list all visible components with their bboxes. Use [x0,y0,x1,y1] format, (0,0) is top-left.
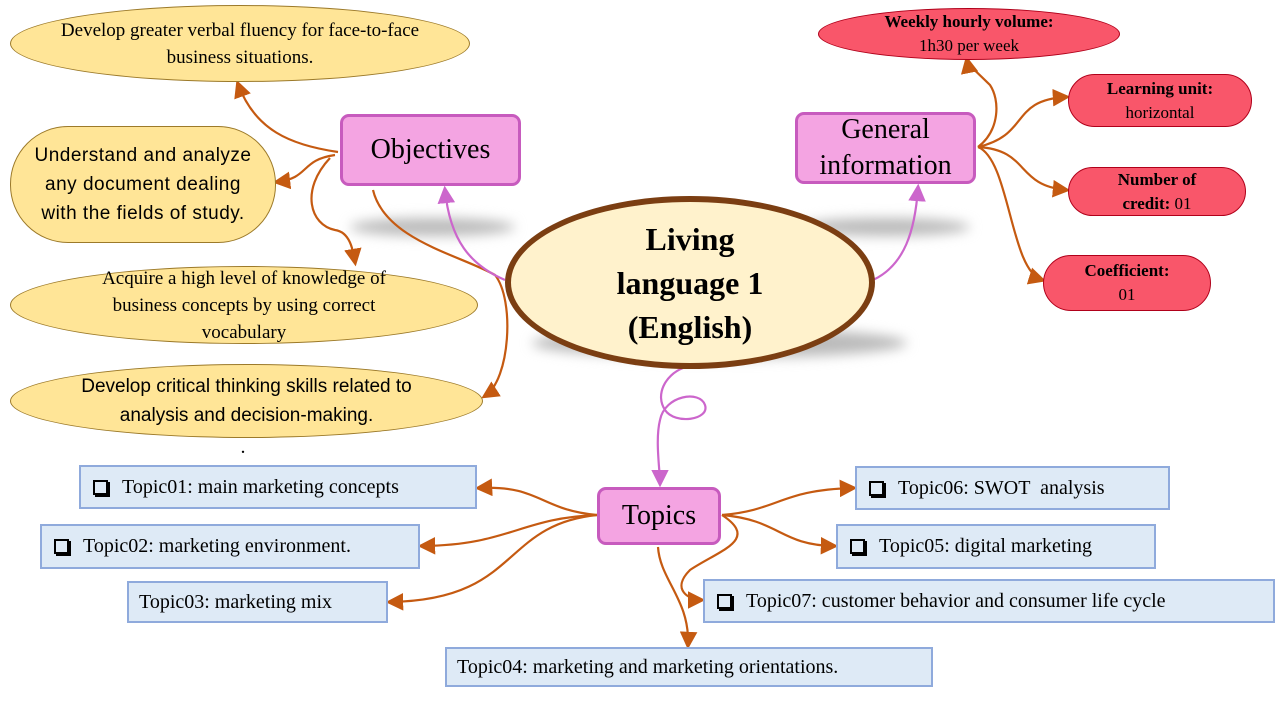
connector [310,157,362,267]
objective-item: Develop greater verbal fluency for face-… [10,5,470,82]
info-label: Number of credit: [1117,169,1197,213]
connector [977,145,1071,198]
topic-label: Topic02: marketing environment. [83,535,351,557]
central-topic: Living language 1 (English) [505,196,875,369]
connector [721,479,858,517]
topic-02: Topic02: marketing environment. [40,524,420,569]
topic-label: Topic04: marketing and marketing orienta… [457,655,839,678]
checkbox-icon [869,480,884,496]
objective-item: Develop critical thinking skills related… [10,364,483,438]
objectives-hub: Objectives [340,114,521,186]
connector [977,88,1071,149]
topic-03: Topic03: marketing mix [127,581,388,623]
info-value: 01 [1174,193,1192,213]
trailing-mark: . [240,435,246,458]
connector [474,478,598,517]
objective-text: Develop greater verbal fluency for face-… [60,19,420,68]
topic-label: Topic07: customer behavior and consumer … [746,589,1166,612]
checkbox-icon [54,539,69,554]
checkbox-icon [93,479,108,495]
topic-07: Topic07: customer behavior and consumer … [703,579,1275,623]
info-line: Number of credit: 01 [1099,168,1215,216]
objective-item: Acquire a high level of knowledge of bus… [10,266,478,344]
topics-hub: Topics [597,487,721,545]
info-label: Learning unit: [1106,78,1214,98]
objective-text: Acquire a high level of knowledge of bus… [102,267,386,343]
checkbox-icon [850,539,865,554]
connector [680,514,739,609]
info-value: horizontal [1125,102,1195,122]
hub-connector [437,185,506,282]
hub-label: Topics [621,500,697,531]
hub-connector [872,183,926,281]
info-credits: Number of credit: 01 [1068,167,1246,216]
topic-04: Topic04: marketing and marketing orienta… [445,647,933,687]
connector [977,145,1047,285]
connector [960,55,998,148]
checkbox-icon [717,593,732,609]
shadow [800,218,970,236]
center-title-line: Living [645,220,735,257]
info-weekly-volume: Weekly hourly volume: 1h30 per week [818,8,1120,60]
connector [385,513,598,611]
info-value: 01 [1118,285,1136,304]
info-value: 1h30 per week [918,36,1020,55]
general-information-hub: General information [795,112,976,184]
shadow [350,218,515,236]
connector [721,513,839,555]
center-title-line: language 1 [616,264,764,301]
hub-connector [651,366,707,488]
objective-text: Understand and analyze any document deal… [34,145,252,224]
connector [234,79,339,154]
topic-label: Topic06: SWOT analysis [898,476,1105,499]
topic-01: Topic01: main marketing concepts [79,465,477,509]
connector [272,153,336,190]
objective-text: Develop critical thinking skills related… [81,376,412,426]
info-learning-unit: Learning unit: horizontal [1068,74,1252,127]
info-coefficient: Coefficient: 01 [1043,255,1211,311]
center-title-line: (English) [627,308,753,345]
connector [417,513,598,555]
connector [656,546,698,650]
topic-label: Topic01: main marketing concepts [122,475,399,498]
topic-05: Topic05: digital marketing [836,524,1156,569]
topic-label: Topic05: digital marketing [879,535,1092,557]
topic-06: Topic06: SWOT analysis [855,466,1170,510]
info-label: Coefficient: [1084,261,1170,280]
topic-label: Topic03: marketing mix [139,590,333,613]
hub-label: General information [819,114,952,181]
info-label: Weekly hourly volume: [884,12,1054,31]
objective-item: Understand and analyze any document deal… [10,126,276,243]
hub-label: Objectives [370,134,491,165]
